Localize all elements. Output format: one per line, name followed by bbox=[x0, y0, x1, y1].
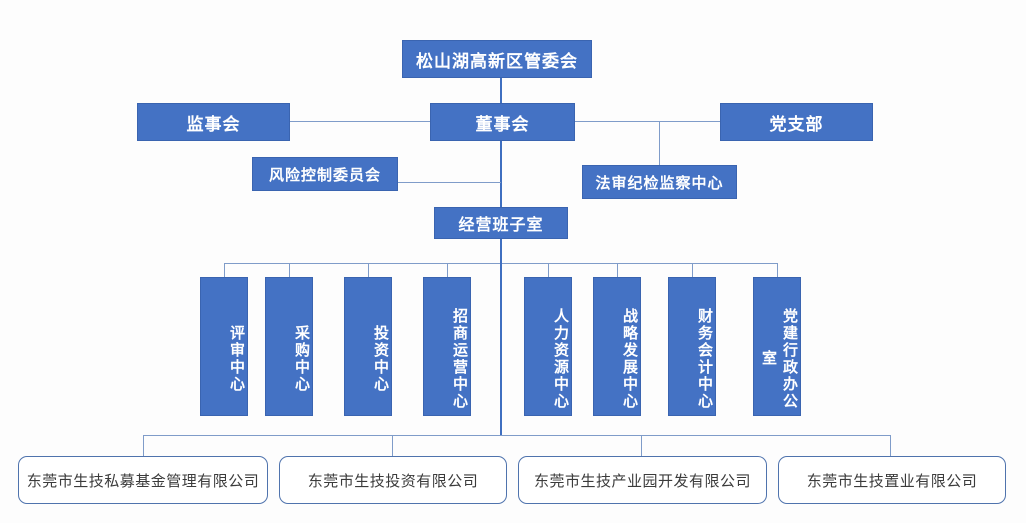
dept-finance-accounting-center[interactable]: 财务会计中心 bbox=[668, 277, 716, 416]
node-legal-audit-discipline-center[interactable]: 法审纪检监察中心 bbox=[582, 165, 737, 199]
dept-procurement-center[interactable]: 采购中心 bbox=[265, 277, 313, 416]
connector-drop-sub-1 bbox=[143, 435, 144, 456]
node-management-team-office[interactable]: 经营班子室 bbox=[434, 207, 568, 239]
dept-investment-center[interactable]: 投资中心 bbox=[344, 277, 392, 416]
connector-drop-dept-4 bbox=[447, 263, 448, 277]
node-supervisory-board[interactable]: 监事会 bbox=[137, 103, 290, 141]
dept-strategy-development-center[interactable]: 战略发展中心 bbox=[593, 277, 641, 416]
connector-drop-dept-8 bbox=[777, 263, 778, 277]
subsidiary-real-estate[interactable]: 东莞市生技置业有限公司 bbox=[778, 456, 1006, 504]
connector-drop-dept-5 bbox=[548, 263, 549, 277]
subsidiary-industrial-park-development[interactable]: 东莞市生技产业园开发有限公司 bbox=[518, 456, 767, 504]
node-party-branch[interactable]: 党支部 bbox=[720, 103, 873, 141]
dept-review-center[interactable]: 评审中心 bbox=[200, 277, 248, 416]
node-risk-control-committee[interactable]: 风险控制委员会 bbox=[252, 157, 398, 191]
connector-level2-bus-left bbox=[290, 121, 430, 122]
connector-drop-dept-6 bbox=[617, 263, 618, 277]
subsidiary-investment[interactable]: 东莞市生技投资有限公司 bbox=[279, 456, 507, 504]
connector-drop-sub-4 bbox=[890, 435, 891, 456]
connector-drop-dept-1 bbox=[224, 263, 225, 277]
connector-board-down bbox=[500, 141, 502, 207]
connector-legal-audit-up bbox=[659, 121, 660, 165]
dept-investment-promotion-operations-center[interactable]: 招商运营中心 bbox=[423, 277, 471, 416]
connector-drop-dept-3 bbox=[368, 263, 369, 277]
connector-drop-sub-2 bbox=[392, 435, 393, 456]
dept-party-building-admin-office[interactable]: 党建行政办公室 bbox=[753, 277, 801, 416]
connector-subsidiary-bus bbox=[143, 435, 891, 436]
connector-drop-dept-2 bbox=[289, 263, 290, 277]
node-board-of-directors[interactable]: 董事会 bbox=[430, 103, 575, 141]
node-administrative-committee[interactable]: 松山湖高新区管委会 bbox=[402, 40, 592, 78]
connector-drop-dept-7 bbox=[692, 263, 693, 277]
dept-human-resources-center[interactable]: 人力资源中心 bbox=[524, 277, 572, 416]
connector-level2-bus-right bbox=[575, 121, 720, 122]
connector-risk-committee bbox=[397, 182, 501, 183]
connector-root-down bbox=[500, 78, 502, 103]
connector-management-down bbox=[500, 239, 502, 263]
connector-drop-sub-3 bbox=[641, 435, 642, 456]
subsidiary-private-fund-management[interactable]: 东莞市生技私募基金管理有限公司 bbox=[18, 456, 268, 504]
connector-center-spine bbox=[500, 263, 502, 435]
